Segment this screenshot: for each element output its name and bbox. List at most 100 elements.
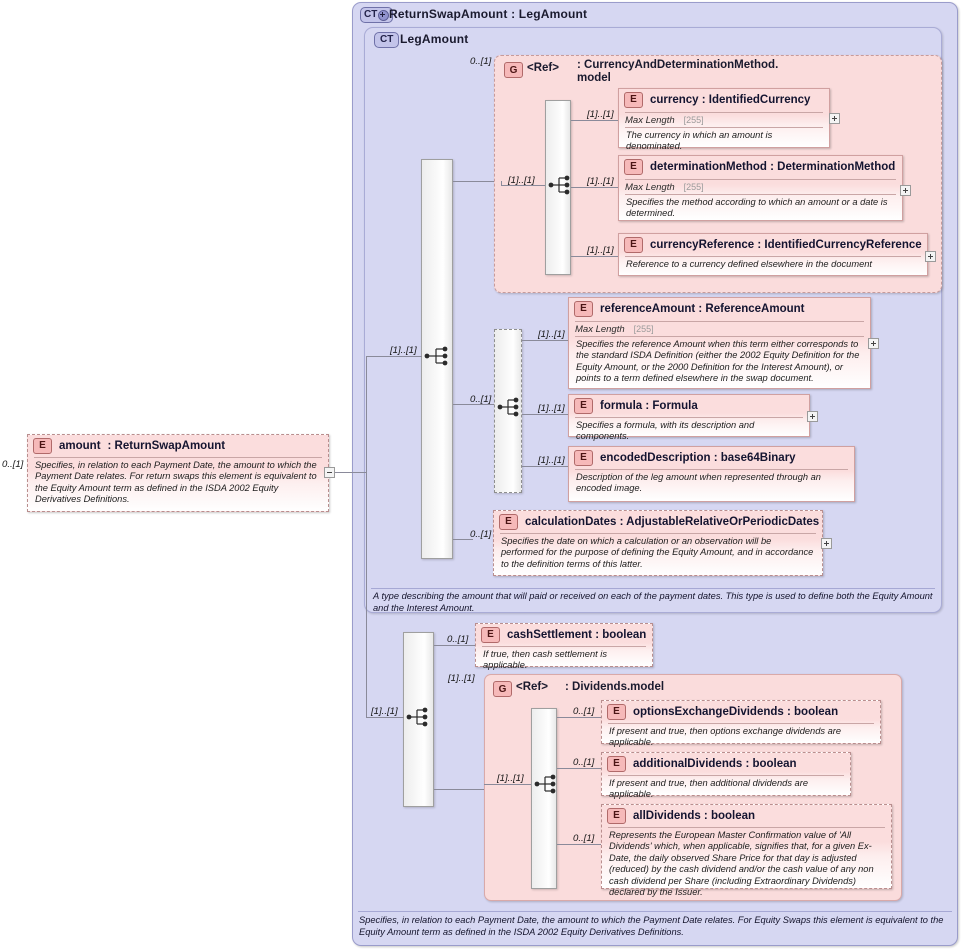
branch-to-currency-group (453, 181, 501, 182)
element-alldividends[interactable]: E allDividends : boolean Represents the … (601, 804, 892, 897)
inner-doc-rule (371, 588, 935, 589)
group-label-ref: <Ref> (527, 62, 559, 74)
expand-currencyreference-button[interactable] (925, 251, 936, 262)
ct-badge-legamount[interactable]: CT (374, 32, 400, 48)
expand-referenceamount-button[interactable] (868, 338, 879, 349)
element-badge-icon: E (624, 92, 643, 108)
ct-badge-label-inner: CT (380, 34, 394, 45)
connector-to-currencyreference (571, 256, 619, 257)
divider (608, 827, 885, 828)
connector-into-main-sequence (366, 356, 422, 357)
cardinality-currency-sequence: [1]..[1] (508, 175, 535, 186)
element-referenceamount-header: E referenceAmount : ReferenceAmount (569, 298, 870, 320)
cardinality-cashsettlement: 0..[1] (447, 634, 469, 645)
cardinality-currency: [1]..[1] (587, 109, 614, 120)
element-optionsexchangedividends-name: optionsExchangeDividends : boolean (633, 706, 839, 718)
expand-calculationdates-button[interactable] (821, 538, 832, 549)
cardinality-main-sequence: [1]..[1] (390, 345, 417, 356)
element-optionsexchangedividends[interactable]: E optionsExchangeDividends : boolean If … (601, 700, 881, 747)
sequence-connector-dividends-icon (534, 774, 556, 794)
sequence-bar-main (421, 159, 453, 559)
collapse-amount-button[interactable] (324, 467, 335, 478)
facet-name: Max Length (575, 324, 625, 335)
element-currencyreference-name: currencyReference : IdentifiedCurrencyRe… (650, 239, 922, 251)
connector-main-vertical (366, 356, 367, 472)
element-badge-icon: E (607, 808, 626, 824)
element-currencyreference[interactable]: E currencyReference : IdentifiedCurrency… (618, 233, 928, 276)
sequence-bar-dividends (531, 708, 557, 889)
facet-value: [255] (683, 182, 704, 192)
element-cashsettlement-documentation: If true, then cash settlement is applica… (483, 649, 608, 671)
connector-to-alldividends (557, 844, 603, 845)
branch-to-amount-choice (453, 404, 501, 405)
facet-max-length: Max Length [255] (619, 113, 829, 127)
element-currency[interactable]: E currency : IdentifiedCurrency Max Leng… (618, 88, 830, 151)
element-additionaldividends-name: additionalDividends : boolean (633, 758, 797, 770)
ct-badge-label: CT (364, 9, 378, 20)
expand-plus-icon[interactable] (378, 9, 390, 21)
cardinality-determinationmethod: [1]..[1] (587, 176, 614, 187)
facet-name: Max Length (625, 182, 675, 193)
element-additionaldividends[interactable]: E additionalDividends : boolean If prese… (601, 752, 851, 799)
cardinality-currency-group: 0..[1] (470, 56, 492, 67)
cardinality-dividends-sequence: [1]..[1] (497, 773, 524, 784)
element-badge-icon: E (499, 514, 518, 530)
element-optionsexchangedividends-documentation: If present and true, then options exchan… (609, 726, 842, 748)
facet-value: [255] (683, 115, 704, 125)
connector-to-currency (571, 120, 619, 121)
element-badge-icon: E (574, 398, 593, 414)
cardinality-calculationdates: 0..[1] (470, 529, 492, 540)
expand-formula-button[interactable] (807, 411, 818, 422)
sequence-connector-lower-icon (406, 707, 428, 727)
element-currency-documentation: The currency in which an amount is denom… (626, 130, 773, 152)
element-cashsettlement-name: cashSettlement : boolean (507, 629, 647, 641)
choice-connector-amount-icon (497, 397, 519, 417)
divider (625, 127, 823, 128)
connector-into-lower-sequence (366, 717, 404, 718)
element-cashsettlement[interactable]: E cashSettlement : boolean If true, then… (475, 623, 653, 670)
element-formula[interactable]: E formula : Formula Specifies a formula,… (568, 394, 810, 441)
connector-to-referenceamount (522, 340, 570, 341)
cardinality-currencyreference: [1]..[1] (587, 245, 614, 256)
expand-determinationmethod-button[interactable] (900, 185, 911, 196)
branch-to-calculation-dates (453, 539, 473, 540)
cardinality-dividends-group: [1]..[1] (448, 673, 475, 684)
divider (575, 321, 864, 322)
divider (625, 194, 896, 195)
cardinality-additionaldividends: 0..[1] (573, 757, 595, 768)
element-referenceamount[interactable]: E referenceAmount : ReferenceAmount Max … (568, 297, 871, 389)
element-cashsettlement-header: E cashSettlement : boolean (476, 624, 652, 646)
cardinality-formula: [1]..[1] (538, 403, 565, 414)
divider (608, 775, 844, 776)
connector-to-determinationmethod (571, 187, 619, 188)
divider (625, 256, 921, 257)
connector-lower-vertical (366, 472, 367, 718)
element-badge-icon: E (607, 756, 626, 772)
element-encodeddescription[interactable]: E encodedDescription : base64Binary Desc… (568, 446, 855, 502)
element-referenceamount-documentation: Specifies the reference Amount when this… (576, 339, 860, 384)
element-additionaldividends-header: E additionalDividends : boolean (602, 753, 850, 775)
outer-doc-rule (358, 911, 952, 912)
expand-currency-button[interactable] (829, 113, 840, 124)
ct-badge-returnswapamount[interactable]: CT (360, 7, 394, 23)
sequence-connector-main-icon (424, 346, 448, 366)
divider (608, 723, 874, 724)
cardinality-optionsexchangedividends: 0..[1] (573, 706, 595, 717)
divider (500, 533, 816, 534)
group-type-name: : CurrencyAndDeterminationMethod. (577, 59, 779, 71)
sequence-connector-currency-icon (548, 175, 570, 195)
element-calculationdates-name: calculationDates : AdjustableRelativeOrP… (525, 516, 820, 528)
element-determinationmethod[interactable]: E determinationMethod : DeterminationMet… (618, 155, 903, 221)
divider (625, 179, 896, 180)
element-alldividends-name: allDividends : boolean (633, 810, 756, 822)
element-amount-documentation: Specifies, in relation to each Payment D… (35, 460, 317, 505)
facet-name: Max Length (625, 115, 675, 126)
element-calculationdates[interactable]: E calculationDates : AdjustableRelativeO… (493, 510, 823, 576)
connector-amount-to-frame (335, 472, 366, 473)
divider (575, 469, 848, 470)
cardinality-amount-choice: 0..[1] (470, 394, 492, 405)
element-amount[interactable]: E amount : ReturnSwapAmount Specifies, i… (27, 434, 329, 512)
element-determinationmethod-header: E determinationMethod : DeterminationMet… (619, 156, 902, 178)
element-badge-icon: E (574, 450, 593, 466)
